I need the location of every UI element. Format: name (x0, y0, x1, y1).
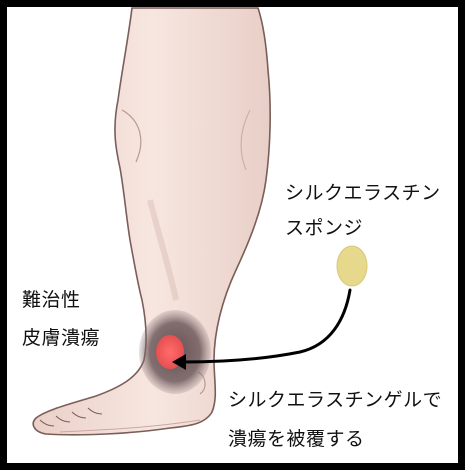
label-gel-line2: 潰瘍を被覆する (228, 424, 365, 451)
label-gel-line1: シルクエラスチンゲルで (228, 385, 442, 412)
label-sponge-line2: スポンジ (285, 213, 363, 240)
label-ulcer-line2: 皮膚潰瘍 (22, 323, 100, 350)
ulcer-wound (139, 310, 211, 394)
sponge-ellipse (337, 246, 367, 286)
label-sponge-line1: シルクエラスチン (285, 178, 441, 205)
label-ulcer-line1: 難治性 (22, 285, 81, 312)
